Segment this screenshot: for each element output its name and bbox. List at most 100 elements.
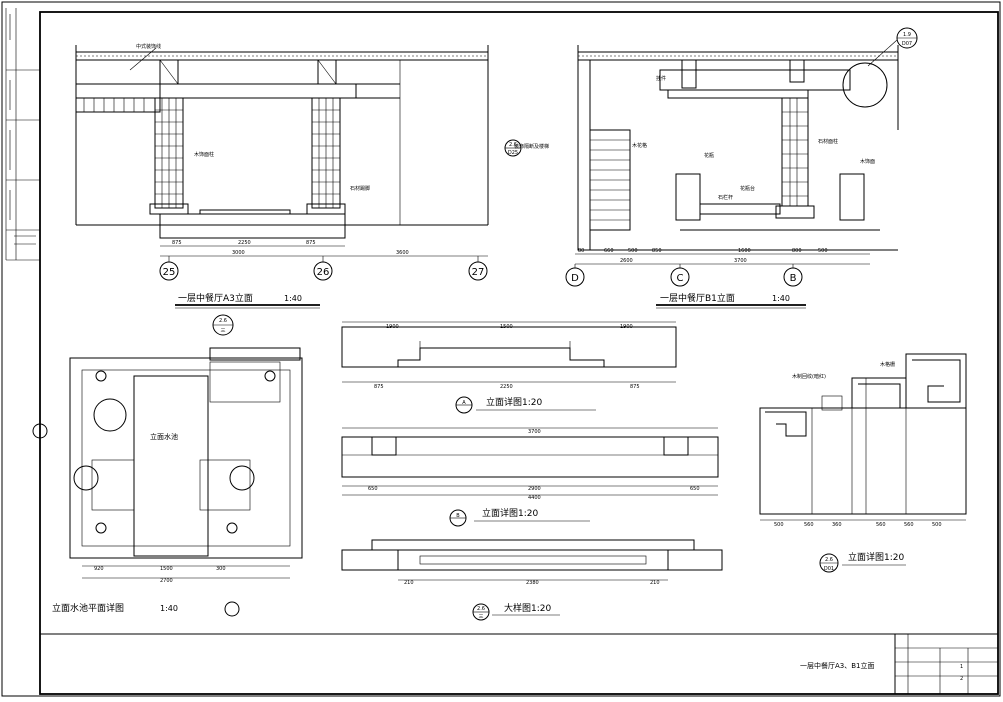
a3-dim-2: 2250 xyxy=(238,240,251,246)
callout-1-9-bottom: D07 xyxy=(902,41,912,47)
axis-label-B: B xyxy=(790,273,797,284)
b1-stair xyxy=(590,139,630,221)
detail-b-bot-3: 650 xyxy=(690,486,700,492)
detail-b-bot-1: 650 xyxy=(368,486,378,492)
axis-marker-C xyxy=(670,267,690,287)
large-callout-bottom: 三 xyxy=(478,614,483,620)
a3-caption: 一层中餐厅A3立面 xyxy=(178,292,253,304)
axis-marker-B xyxy=(783,267,803,287)
right-dim-3: 360 xyxy=(832,522,842,528)
a3-lattice-panel xyxy=(83,98,145,112)
b1-dim-3: 500 xyxy=(628,248,638,254)
plan-dim-3: 300 xyxy=(216,566,226,572)
b1-vase-right xyxy=(839,173,865,221)
detail-b-caption: 立面详图1:20 xyxy=(482,507,538,519)
b1-dim-6: 500 xyxy=(818,248,828,254)
detail-a: 1900 1500 1900 875 2250 875 A 立面详图1:20 xyxy=(341,321,677,414)
right-label-a: 木制回纹(暗红) xyxy=(792,373,826,380)
right-callout-top: 2.6 xyxy=(825,557,833,563)
detail-b-bot-2: 2900 xyxy=(528,486,541,492)
a3-elevation: 中式装饰线 木饰面柱 石材踢脚 875 2250 875 3000 3600 2… xyxy=(75,43,489,309)
large-dim-3: 210 xyxy=(650,580,660,586)
plan-dim-1: 920 xyxy=(94,566,104,572)
large-dim-2: 2380 xyxy=(526,580,539,586)
axis-marker-27 xyxy=(468,261,488,281)
plan-callout-top: 2.6 xyxy=(219,318,227,324)
a3-dim-5: 3600 xyxy=(396,250,409,256)
b1-caption: 一层中餐厅B1立面 xyxy=(660,292,735,304)
right-dim-5: 560 xyxy=(904,522,914,528)
axis-label-D: D xyxy=(571,273,579,284)
a3-dim-3: 875 xyxy=(306,240,316,246)
b1-scale: 1:40 xyxy=(772,294,790,303)
a3-dim-1: 875 xyxy=(172,240,182,246)
a3-label-column: 木饰面柱 xyxy=(194,151,214,158)
b1-ref-callout-top: 2.6 xyxy=(509,142,517,148)
b1-label-planter: 木花格 xyxy=(632,142,647,149)
axis-label-25: 25 xyxy=(163,267,176,278)
title-block-cell-1: 1 xyxy=(960,664,963,670)
b1-elevation: 挂件 装饰隔断及楼梯 木花格 花瓶 花瓶台 石栏杆 石材面柱 木饰面 2.6 D… xyxy=(504,45,899,309)
detail-b-total: 4400 xyxy=(528,495,541,501)
right-dim-2: 560 xyxy=(804,522,814,528)
a3-scale: 1:40 xyxy=(284,294,302,303)
b1-dim-9: 3700 xyxy=(734,258,747,264)
detail-a-marker-label: A xyxy=(462,400,466,406)
b1-label-railing: 石栏杆 xyxy=(718,194,733,201)
title-block: 一层中餐厅A3、B1立面 1 2 xyxy=(40,633,998,694)
b1-ref-callout-bottom: D25 xyxy=(508,150,518,156)
axis-marker-25 xyxy=(159,261,179,281)
callout-1-9: 1.9 D07 xyxy=(867,27,918,67)
b1-dim-8: 2600 xyxy=(620,258,633,264)
axis-marker-D xyxy=(565,267,585,287)
detail-a-bot-2: 2250 xyxy=(500,384,513,390)
detail-a-bot-3: 875 xyxy=(630,384,640,390)
b1-dim-5: 1600 xyxy=(738,248,751,254)
right-label-b: 木格栅 xyxy=(880,361,895,368)
detail-b: 3700 650 2900 650 4400 B 立面详图1:20 xyxy=(341,427,719,527)
right-dim-6: 500 xyxy=(932,522,942,528)
pool-plan: 立面水池 920 1500 300 2700 2.6 三 立面水池平面详图 1:… xyxy=(32,314,303,617)
b1-dim-7: 800 xyxy=(792,248,802,254)
right-caption: 立面详图1:20 xyxy=(848,551,904,563)
detail-right: 500 560 360 560 560 500 木制回纹(暗红) 木格栅 2.6… xyxy=(759,353,967,573)
detail-a-top-2: 1500 xyxy=(500,324,513,330)
large-dim-1: 210 xyxy=(404,580,414,586)
pool-fill xyxy=(133,375,209,557)
plan-callout-bottom: 三 xyxy=(220,328,225,334)
section-marker-left xyxy=(32,423,48,439)
plan-dim-2: 1500 xyxy=(160,566,173,572)
axis-marker-26 xyxy=(313,261,333,281)
axis-label-C: C xyxy=(677,273,684,284)
a3-label-ceiling: 中式装饰线 xyxy=(136,43,161,50)
sheet-title: 一层中餐厅A3、B1立面 xyxy=(800,661,875,670)
plan-scale: 1:40 xyxy=(160,604,178,613)
axis-label-27: 27 xyxy=(472,267,485,278)
title-block-cell-2: 2 xyxy=(960,676,963,682)
b1-label-vase: 花瓶 xyxy=(704,152,714,159)
detail-b-marker-label: B xyxy=(456,513,460,519)
large-callout-top: 2.6 xyxy=(477,606,485,612)
b1-dim-2: 660 xyxy=(604,248,614,254)
detail-large: 210 2380 210 2.6 三 大样图1:20 xyxy=(341,539,723,621)
a3-column-grid xyxy=(155,98,340,208)
a3-label-base: 石材踢脚 xyxy=(350,185,370,192)
callout-1-9-top: 1.9 xyxy=(903,32,911,38)
axis-label-26: 26 xyxy=(317,267,330,278)
b1-label-column: 石材面柱 xyxy=(818,138,838,145)
detail-a-top-3: 1900 xyxy=(620,324,633,330)
a3-dim-4: 3000 xyxy=(232,250,245,256)
right-callout-bottom: D01 xyxy=(824,566,834,572)
b1-label-beam: 挂件 xyxy=(656,75,666,82)
right-dim-4: 560 xyxy=(876,522,886,528)
b1-dim-4: 850 xyxy=(652,248,662,254)
b1-dim-1: 80 xyxy=(578,248,584,254)
b1-vase-left xyxy=(675,173,701,221)
section-marker-bottom xyxy=(224,601,240,617)
detail-b-top: 3700 xyxy=(528,429,541,435)
b1-label-pedestal: 花瓶台 xyxy=(740,185,755,192)
detail-a-caption: 立面详图1:20 xyxy=(486,396,542,408)
